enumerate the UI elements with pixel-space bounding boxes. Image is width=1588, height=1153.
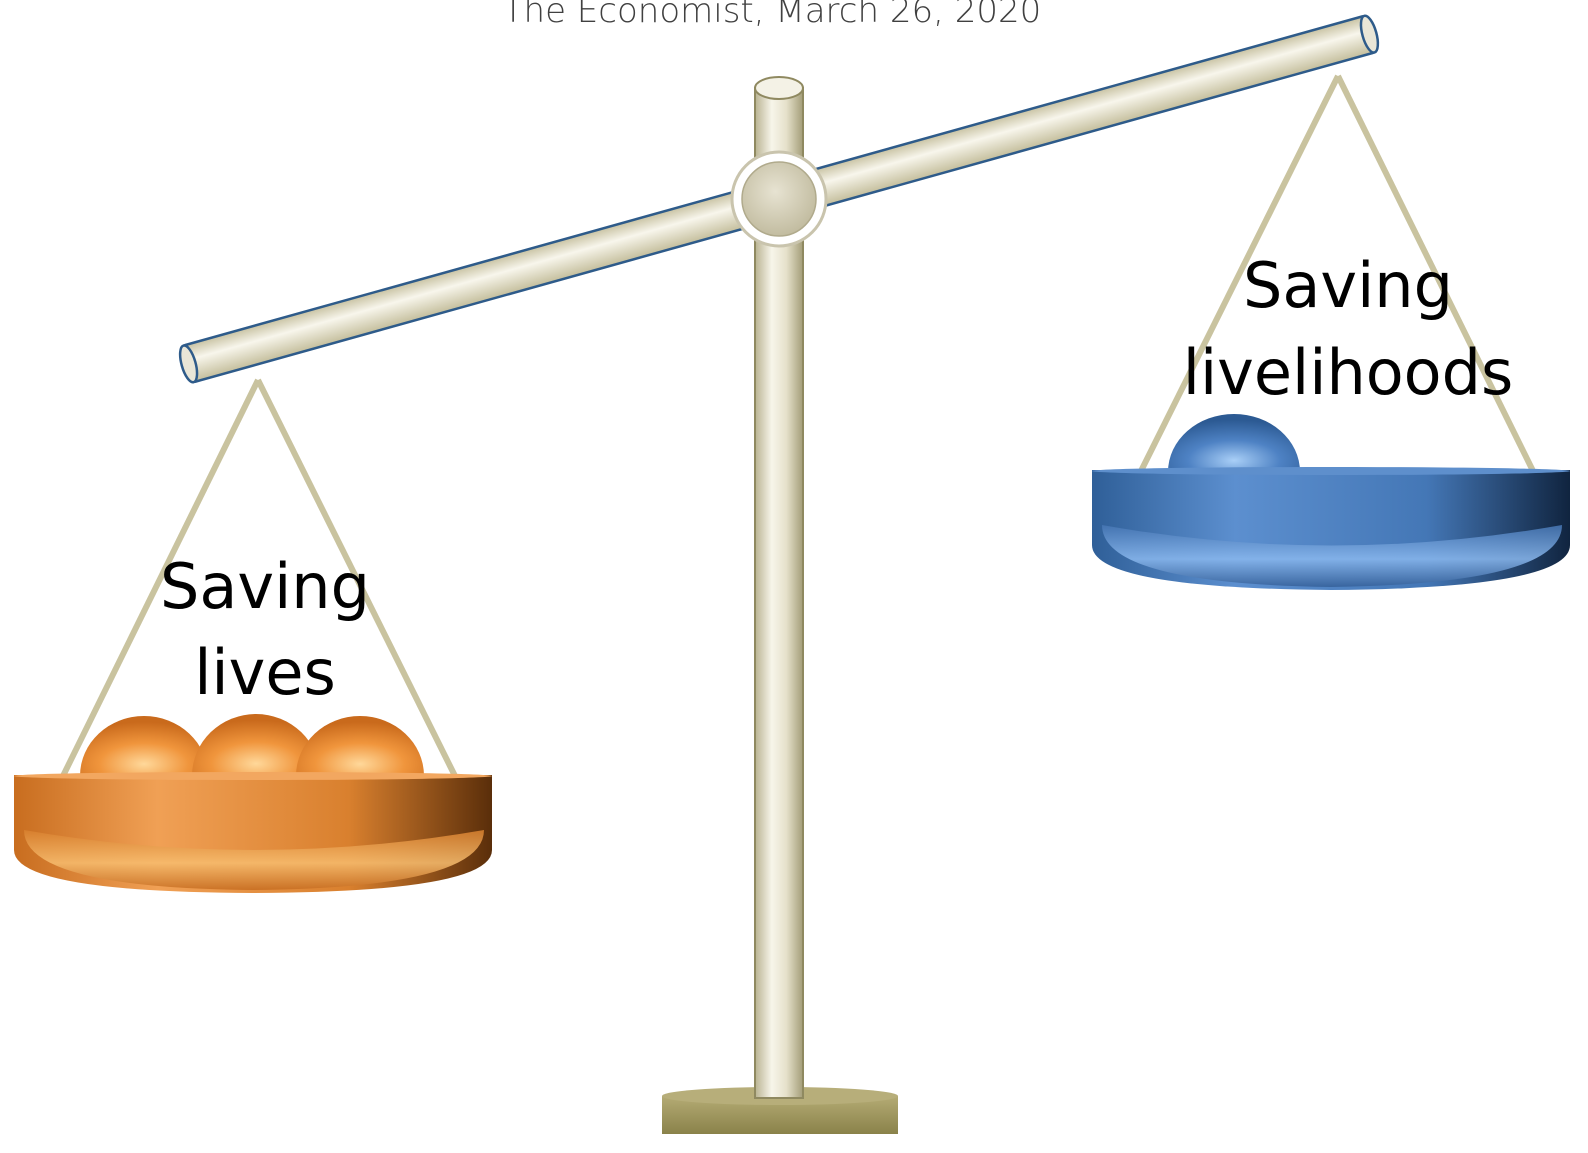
left-pan-label: Saving lives [160,550,370,709]
source-caption: The Economist, March 26, 2020 [503,0,1041,31]
scale-post [754,76,804,1099]
left-pan-strings [59,378,459,780]
orange-weight-2 [192,714,320,776]
pivot-joint [730,150,828,248]
left-pan [14,714,492,893]
left-label-line2: lives [194,636,336,709]
right-pan [1092,414,1570,590]
orange-weight-3 [296,716,424,776]
right-label-line1: Saving [1243,249,1453,322]
right-pan-strings [1137,74,1537,475]
orange-weight-1 [80,716,208,776]
right-label-line2: livelihoods [1183,336,1514,409]
left-label-line1: Saving [160,550,370,623]
blue-weight-1 [1168,414,1300,472]
right-pan-label: Saving livelihoods [1183,249,1514,409]
